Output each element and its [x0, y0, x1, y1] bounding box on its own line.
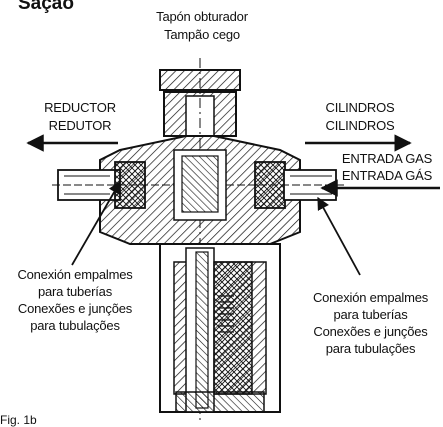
- gas-inlet-label-es: ENTRADA GAS: [341, 151, 433, 166]
- figure-caption: Fig. 1b: [0, 413, 37, 427]
- cylinders-label-es: CILINDROS: [325, 100, 395, 115]
- gas-inlet-label-pt: ENTRADA GÁS: [341, 168, 433, 183]
- solenoid-coil: [159, 243, 281, 413]
- left-connection-line-2: para tuberías: [37, 284, 112, 299]
- right-connection-line-4: para tubulações: [325, 341, 416, 356]
- left-connection-line-3: Conexões e junções: [17, 301, 133, 316]
- reducer-label-es: REDUCTOR: [44, 100, 116, 115]
- right-connection-line-1: Conexión empalmes: [312, 290, 429, 305]
- left-connection-line-4: para tubulações: [30, 318, 120, 333]
- right-connection-line-3: Conexões e junções: [313, 324, 428, 339]
- plug-label-pt: Tampão cego: [164, 27, 240, 42]
- right-connection-line-2: para tuberías: [333, 307, 408, 322]
- reducer-label-pt: REDUTOR: [48, 118, 112, 133]
- cylinders-label-pt: CILINDROS: [325, 118, 395, 133]
- section-heading: Sação: [18, 0, 74, 14]
- valve-body: [99, 135, 301, 245]
- plug-label-es: Tapón obturador: [156, 9, 248, 24]
- flow-arrows: [26, 134, 440, 276]
- left-connection-line-1: Conexión empalmes: [17, 267, 133, 282]
